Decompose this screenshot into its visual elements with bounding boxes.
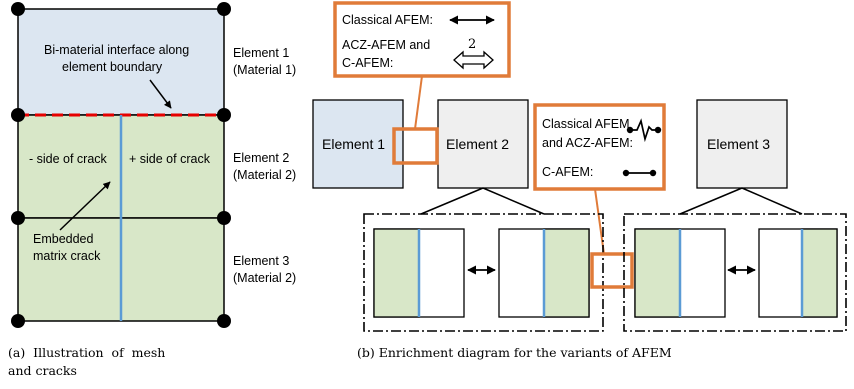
interface-label-line2: element boundary [62, 60, 163, 74]
right-sub-element-a-fill [634, 228, 681, 318]
outline-double-arrow-icon [453, 50, 494, 70]
element-1-material: (Material 1) [233, 63, 296, 77]
mesh-node [217, 314, 231, 328]
caption-b: (b) Enrichment diagram for the variants … [357, 345, 672, 360]
caption-a-line2: and cracks [8, 363, 77, 378]
right-subdomain-group [623, 213, 847, 332]
plus-side-label: + side of crack [129, 152, 211, 166]
mesh-node [217, 108, 231, 122]
crack-pointer-arrow [59, 181, 111, 231]
element-1-area [17, 8, 225, 116]
legend-mid-box [533, 103, 666, 191]
interface-label-line1: Bi-material interface along [44, 43, 189, 57]
legend-top-acz-label-line1: ACZ-AFEM and [342, 38, 430, 52]
diagram-element-1-label: Element 1 [322, 136, 385, 152]
mesh-node [11, 211, 25, 225]
diagram-element-3 [696, 99, 788, 189]
legend-mid-callout-line [594, 188, 605, 255]
panel-a: Bi-material interface along element boun… [8, 2, 296, 378]
legend-top-classical-label: Classical AFEM: [342, 13, 433, 27]
legend-mid-classical-label-line1: Classical AFEM [542, 117, 630, 131]
element-1-label: Element 1 [233, 46, 289, 60]
svg-text:Element 3 (Material 2): Element 3 (Material 2) [233, 254, 296, 285]
left-sub-element-a-fill [373, 228, 420, 318]
diagram-element-1 [312, 99, 404, 189]
connector-line [420, 187, 484, 215]
svg-text:Classical AFEM and ACZ-A: Classical AFEM and ACZ-AFEM: [542, 117, 633, 150]
caption-a-line1: (a) Illustration of mesh [8, 345, 165, 360]
diagram-element-2-label: Element 2 [446, 136, 509, 152]
left-subdomain-group [363, 213, 604, 332]
rigid-link-icon [622, 169, 657, 177]
mesh-node [11, 314, 25, 328]
interface-gap-highlight [590, 252, 634, 289]
svg-text:(a) Illustration of mesh: (a) Illustration of mesh and cracks [8, 345, 169, 378]
element-2-material: (Material 2) [233, 168, 296, 182]
svg-text:Bi-material interface along: Bi-material interface along element boun… [44, 43, 193, 74]
diagram-element-3-label: Element 3 [707, 136, 770, 152]
left-sub-element-b-fill [543, 228, 590, 318]
svg-text:Embedded matrix crack: Embedded matrix crack [33, 232, 101, 263]
element-3-material: (Material 2) [233, 271, 296, 285]
double-arrow-count: 2 [468, 37, 476, 52]
legend-top-acz-label-line2: C-AFEM: [342, 56, 393, 70]
element-3-label: Element 3 [233, 254, 289, 268]
element-gap-highlight [392, 127, 439, 165]
legend-mid-cafem-label: C-AFEM: [542, 165, 593, 179]
legend-mid-classical-label-line2: and ACZ-AFEM: [542, 136, 633, 150]
connector-line [741, 187, 803, 215]
svg-text:Element 2 (Material 2): Element 2 (Material 2) [233, 151, 296, 182]
connector-line [482, 187, 545, 215]
mesh-node [11, 2, 25, 16]
svg-text:ACZ-AFEM and C-AFEM:: ACZ-AFEM and C-AFEM: [342, 38, 434, 70]
interface-pointer-arrow [149, 79, 172, 109]
cohesive-spring-icon [626, 118, 662, 143]
crack-label-line1: Embedded [33, 232, 94, 246]
legend-top-callout-line [414, 75, 423, 130]
connector-line [679, 187, 743, 215]
mesh-node [11, 108, 25, 122]
right-sub-element-b-fill [801, 228, 838, 318]
minus-side-label: - side of crack [29, 152, 108, 166]
panel-b: Classical AFEM: ACZ-AFEM and C-AFEM: 2 E… [312, 1, 847, 360]
crack-label-line2: matrix crack [33, 249, 101, 263]
element-2-label: Element 2 [233, 151, 289, 165]
svg-text:Element 1 (Material 1): Element 1 (Material 1) [233, 46, 296, 77]
mesh-node [217, 211, 231, 225]
mesh-node [217, 2, 231, 16]
